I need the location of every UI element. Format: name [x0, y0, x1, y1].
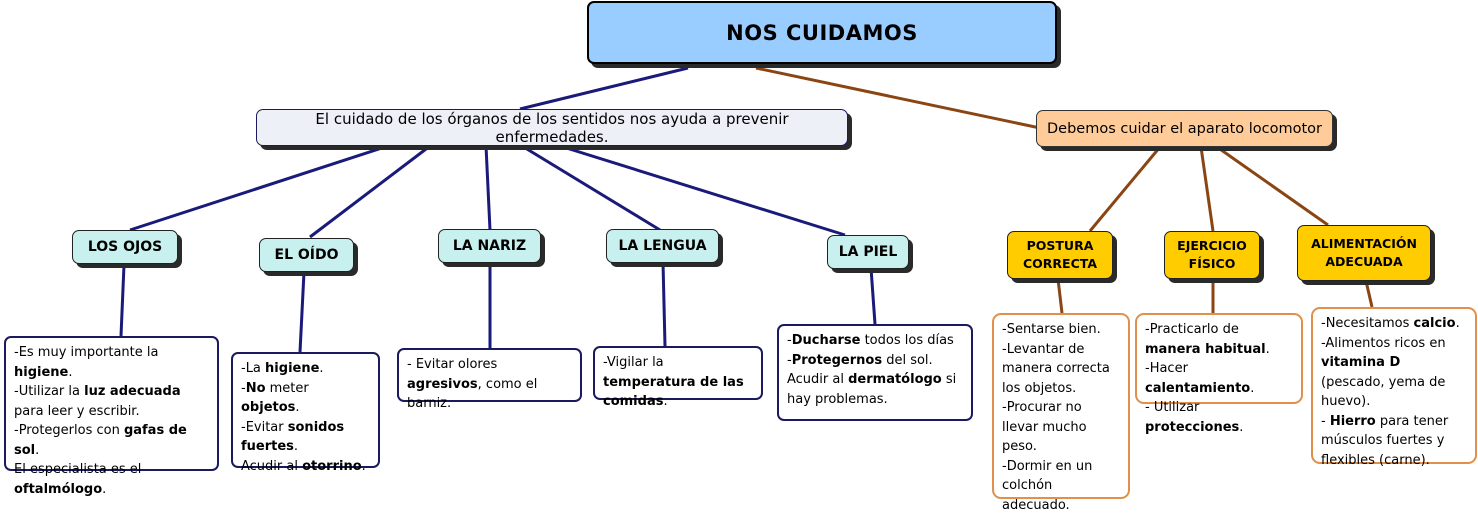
detail-line: -Levantar de manera correcta los objetos…	[1002, 340, 1120, 399]
sense-detail-lengua: -Vigilar la temperatura de las comidas.	[593, 346, 763, 400]
root-node[interactable]: NOS CUIDAMOS	[587, 1, 1057, 64]
locomotor-detail-postura: -Sentarse bien.-Levantar de manera corre…	[992, 313, 1130, 499]
detail-line: -Necesitamos calcio.	[1321, 314, 1467, 334]
sense-detail-ojos: -Es muy importante la higiene.-Utilizar …	[4, 336, 219, 471]
detail-line: -Sentarse bien.	[1002, 320, 1120, 340]
detail-line: -Practicarlo de manera habitual.	[1145, 320, 1293, 359]
detail-line: -Protegerlos con gafas de sol.	[14, 421, 209, 460]
topic-label-line: POSTURA	[1027, 237, 1094, 255]
detail-line: -Dormir en un colchón adecuado.	[1002, 457, 1120, 515]
sense-node-oido[interactable]: EL OÍDO	[259, 238, 354, 272]
sense-label: LOS OJOS	[88, 239, 162, 255]
topic-label-line: FÍSICO	[1189, 255, 1236, 273]
sense-detail-nariz: - Evitar olores agresivos, como el barni…	[397, 348, 582, 402]
detail-line: -No meter objetos.	[241, 379, 370, 418]
detail-line: - Hierro para tener músculos fuertes y f…	[1321, 412, 1467, 471]
sense-label: LA NARIZ	[453, 238, 526, 254]
detail-line: - Evitar olores agresivos, como el barni…	[407, 355, 572, 414]
sense-node-nariz[interactable]: LA NARIZ	[438, 229, 541, 263]
topic-label-line: ADECUADA	[1325, 253, 1402, 271]
locomotor-detail-alimentacion: -Necesitamos calcio.-Alimentos ricos en …	[1311, 307, 1477, 464]
detail-line: -Ducharse todos los días	[787, 331, 963, 351]
detail-line: -Procurar no llevar mucho peso.	[1002, 398, 1120, 457]
detail-line: -Evitar sonidos fuertes.	[241, 418, 370, 457]
detail-line: El especialista es el oftalmólogo.	[14, 460, 209, 499]
detail-line: -La higiene.	[241, 359, 370, 379]
senses-branch-label: El cuidado de los órganos de los sentido…	[257, 110, 847, 146]
detail-line: -Utilizar la luz adecuada para leer y es…	[14, 382, 209, 421]
locomotor-node-postura[interactable]: POSTURA CORRECTA	[1007, 231, 1113, 279]
sense-detail-piel: -Ducharse todos los días-Protegernos del…	[777, 324, 973, 421]
detail-line: -Protegernos del sol.	[787, 351, 963, 371]
detail-line: - Utilizar protecciones.	[1145, 398, 1293, 437]
detail-line: -Hacer calentamiento.	[1145, 359, 1293, 398]
sense-label: LA LENGUA	[618, 238, 706, 254]
detail-line: -Alimentos ricos en vitamina D (pescado,…	[1321, 334, 1467, 412]
sense-detail-oido: -La higiene.-No meter objetos.-Evitar so…	[231, 352, 380, 468]
topic-label-line: CORRECTA	[1023, 255, 1097, 273]
detail-line: -Es muy importante la higiene.	[14, 343, 209, 382]
detail-line: -Vigilar la temperatura de las comidas.	[603, 353, 753, 412]
locomotor-branch-node[interactable]: Debemos cuidar el aparato locomotor	[1036, 110, 1333, 147]
sense-label: LA PIEL	[839, 244, 898, 260]
root-label: NOS CUIDAMOS	[726, 21, 918, 45]
topic-label-line: EJERCICIO	[1177, 237, 1247, 255]
locomotor-branch-label: Debemos cuidar el aparato locomotor	[1047, 121, 1322, 137]
sense-label: EL OÍDO	[275, 247, 339, 263]
detail-line: Acudir al dermatólogo si hay problemas.	[787, 370, 963, 409]
sense-node-lengua[interactable]: LA LENGUA	[606, 229, 719, 263]
locomotor-node-ejercicio[interactable]: EJERCICIO FÍSICO	[1164, 231, 1260, 279]
topic-label-line: ALIMENTACIÓN	[1311, 235, 1417, 253]
sense-node-ojos[interactable]: LOS OJOS	[72, 230, 178, 264]
sense-node-piel[interactable]: LA PIEL	[827, 235, 909, 269]
locomotor-detail-ejercicio: -Practicarlo de manera habitual.-Hacer c…	[1135, 313, 1303, 404]
detail-line: Acudir al otorrino.	[241, 457, 370, 477]
senses-branch-node[interactable]: El cuidado de los órganos de los sentido…	[256, 109, 848, 146]
locomotor-node-alimentacion[interactable]: ALIMENTACIÓN ADECUADA	[1297, 225, 1431, 281]
